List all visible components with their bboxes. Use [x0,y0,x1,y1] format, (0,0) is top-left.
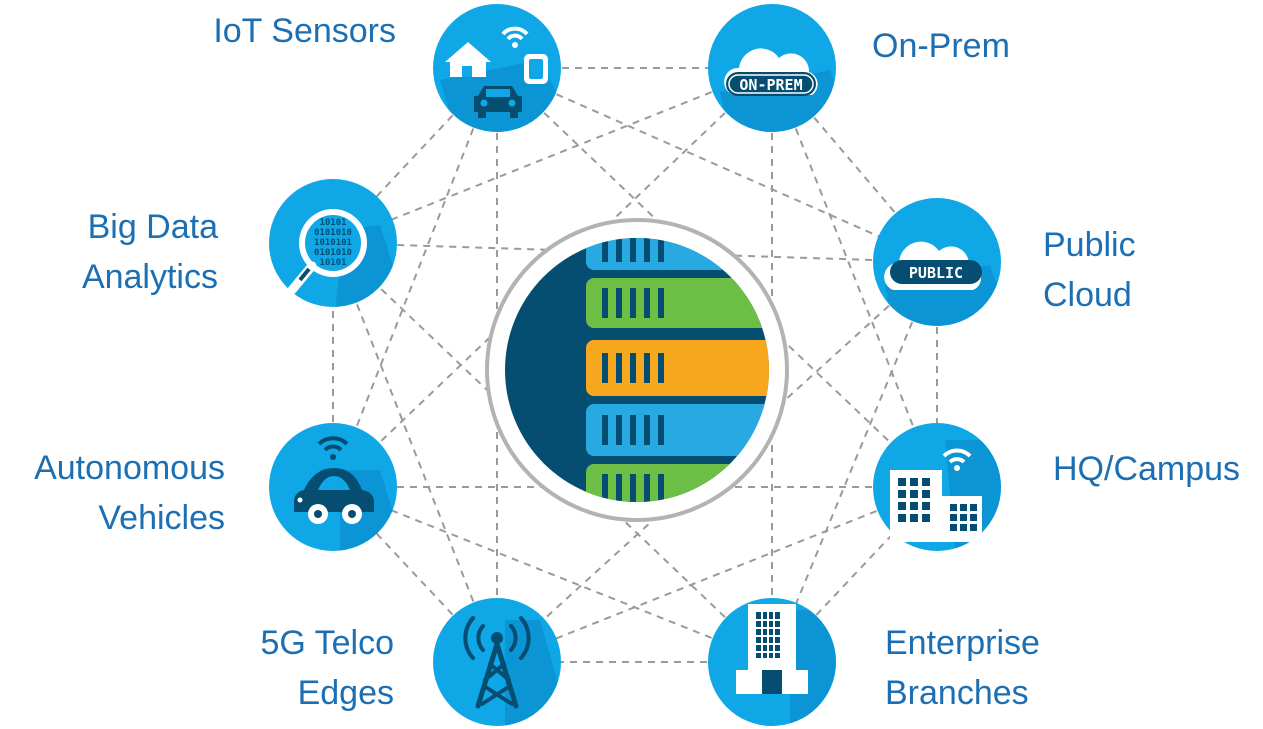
label-5g-telco-line-2: Edges [297,674,394,712]
label-autonomous-vehicles-line-1: Autonomous [34,449,225,487]
center-server-hub [485,218,789,522]
campus-buildings-icon [890,448,982,542]
label-5g-telco: 5G Telco Edges [260,618,394,718]
label-big-data-analytics-line-1: Big Data [87,208,218,246]
label-autonomous-vehicles-line-2: Vehicles [98,499,225,537]
label-5g-telco-line-1: 5G Telco [260,624,394,662]
label-big-data-analytics: Big Data Analytics [82,202,218,302]
node-public-cloud: PUBLIC [873,198,1001,326]
node-enterprise-branches [708,598,836,726]
label-enterprise-branches-line-1: Enterprise [885,624,1040,662]
label-public-cloud: Public Cloud [1043,220,1136,320]
connector-iot-public [496,67,938,263]
label-iot-sensors: IoT Sensors [213,6,396,56]
node-5g-telco [433,598,561,726]
node-autonomous-vehicles [269,423,397,551]
connector-telco-bigdata [332,242,498,663]
svg-text:1010101: 1010101 [314,238,352,248]
label-autonomous-vehicles: Autonomous Vehicles [34,443,225,543]
connected-car-icon [294,436,374,524]
office-tower-icon [736,604,808,694]
on-prem-badge-text: ON-PREM [739,76,802,94]
svg-text:0101010: 0101010 [314,248,352,258]
node-on-prem: ON-PREM [708,4,836,132]
magnifier-binary-icon: 10101 0101010 1010101 0101010 10101 [287,209,367,295]
label-hq-campus: HQ/Campus [1053,444,1240,494]
connector-hq-telco [496,486,938,663]
svg-text:10101: 10101 [319,258,346,268]
label-enterprise-branches-line-2: Branches [885,674,1029,712]
svg-text:10101: 10101 [319,218,346,228]
connector-public-telco [496,261,938,663]
iot-devices-icon [445,26,548,118]
label-public-cloud-line-1: Public [1043,226,1136,264]
node-big-data-analytics: 10101 0101010 1010101 0101010 10101 [269,179,397,307]
label-public-cloud-line-2: Cloud [1043,276,1132,314]
label-hq-campus-line-1: HQ/Campus [1053,450,1241,488]
public-badge-text: PUBLIC [909,264,963,282]
label-on-prem-line-1: On-Prem [872,27,1010,65]
label-big-data-analytics-line-2: Analytics [81,258,218,296]
label-on-prem: On-Prem [872,21,1010,71]
node-hq-campus [873,423,1001,551]
node-iot-sensors [433,4,561,132]
connector-branches-auto [332,486,773,663]
connector-onprem-hq [771,67,938,488]
label-enterprise-branches: Enterprise Branches [885,618,1040,718]
on-prem-cloud-icon: ON-PREM [724,48,818,96]
connector-iot-auto [332,67,498,488]
label-iot-sensors-line-1: IoT Sensors [213,12,396,50]
svg-text:0101010: 0101010 [314,228,352,238]
connector-onprem-bigdata [332,67,773,244]
public-cloud-icon: PUBLIC [884,241,982,290]
cell-tower-icon [463,616,531,709]
